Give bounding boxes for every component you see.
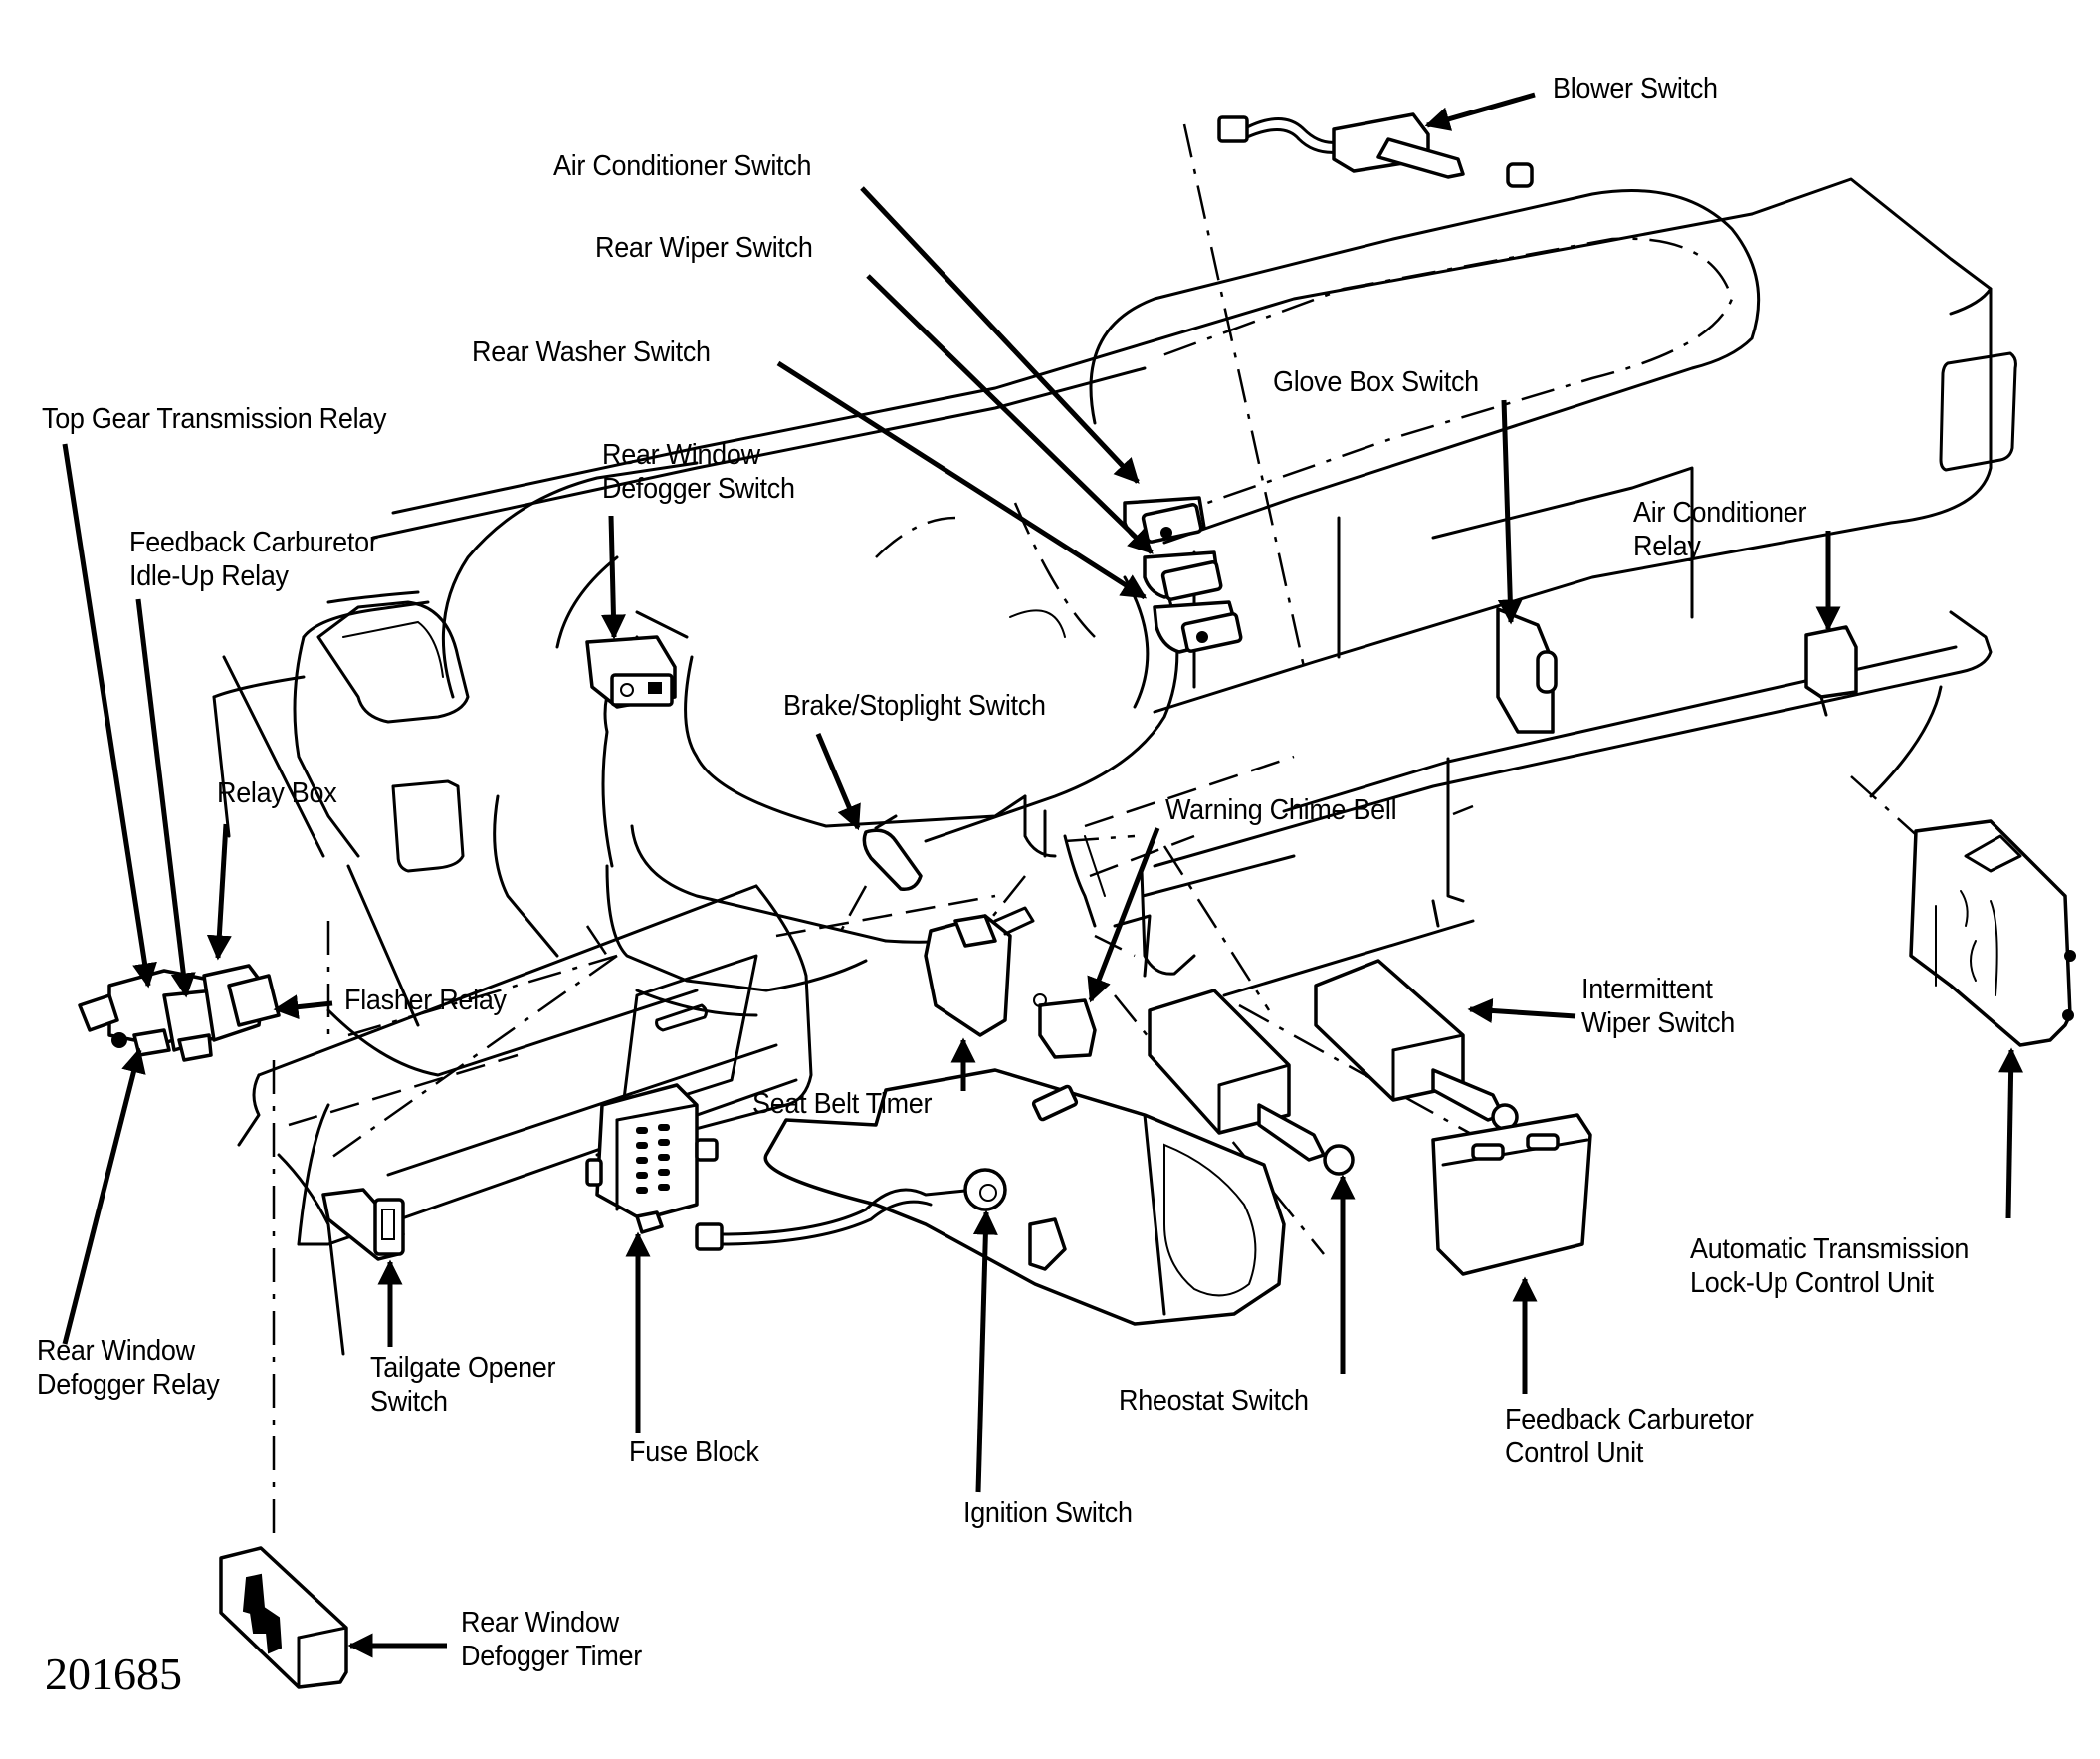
leader-top-gear-transmission-relay <box>62 443 157 989</box>
leader-relay-box <box>206 823 232 961</box>
leader-flasher-relay <box>273 994 333 1020</box>
air-conditioner-relay-part <box>1804 625 1858 717</box>
label-fuse-block: Fuse Block <box>629 1435 759 1469</box>
leader-rear-window-defogger-relay <box>62 1047 146 1345</box>
label-line: Intermittent <box>1581 974 1713 1005</box>
label-line: Rear Washer Switch <box>472 336 711 368</box>
label-line: Defogger Timer <box>461 1641 642 1672</box>
brake-stoplight-switch-part <box>862 814 923 891</box>
leader-brake-stoplight-switch <box>815 733 861 831</box>
label-line: Air Conditioner Switch <box>553 150 812 182</box>
leader-intermittent-wiper-switch <box>1467 998 1576 1023</box>
leader-rear-wiper-switch <box>866 274 1154 554</box>
label-line: Blower Switch <box>1553 73 1718 105</box>
label-line: Brake/Stoplight Switch <box>783 690 1046 722</box>
warning-chime-bell-part <box>1033 993 1097 1059</box>
leader-rear-window-defogger-switch <box>600 515 626 640</box>
relay-box-part <box>78 964 281 1062</box>
label-air-conditioner-switch: Air Conditioner Switch <box>553 149 811 183</box>
leader-air-conditioner-switch <box>860 186 1140 484</box>
label-line: Relay Box <box>217 777 337 809</box>
label-line: Glove Box Switch <box>1273 366 1479 398</box>
label-line: Relay <box>1633 531 1701 562</box>
label-rear-wiper-switch: Rear Wiper Switch <box>595 231 813 265</box>
dash-switch-stack-part <box>1123 496 1243 654</box>
label-seat-belt-timer: Seat Belt Timer <box>752 1087 932 1121</box>
label-line: Defogger Switch <box>602 473 795 505</box>
label-ignition-switch: Ignition Switch <box>963 1496 1133 1530</box>
label-line: Lock-Up Control Unit <box>1690 1267 1934 1299</box>
label-line: Rear Window <box>37 1335 195 1367</box>
label-brake-stoplight-switch: Brake/Stoplight Switch <box>783 689 1046 723</box>
label-rheostat-switch: Rheostat Switch <box>1119 1384 1309 1418</box>
automatic-transmission-lockup-unit-part <box>1909 819 2076 1047</box>
installation-lines <box>272 123 1952 1533</box>
tailgate-opener-switch-part <box>321 1188 405 1261</box>
blower-switch-part <box>1217 112 1534 188</box>
label-line: Rear Window <box>461 1607 619 1639</box>
label-rear-washer-switch: Rear Washer Switch <box>472 335 711 369</box>
label-line: Idle-Up Relay <box>129 560 289 592</box>
label-line: Warning Chime Bell <box>1165 794 1397 826</box>
label-line: Air Conditioner <box>1633 497 1807 529</box>
feedback-carburetor-control-unit-part <box>1431 1113 1592 1276</box>
label-line: Automatic Transmission <box>1690 1233 1970 1265</box>
label-relay-box: Relay Box <box>217 776 337 810</box>
label-line: Switch <box>370 1386 448 1418</box>
label-line: Wiper Switch <box>1581 1007 1736 1039</box>
fuse-block-part <box>585 1083 719 1234</box>
label-line: Rear Window <box>602 439 760 471</box>
leader-feedback-carburetor-idle-up-relay <box>135 598 196 998</box>
leader-automatic-transmission-lockup-unit <box>1998 1047 2024 1219</box>
leader-rear-washer-switch <box>776 360 1148 600</box>
intermittent-wiper-switch-part <box>1314 959 1519 1131</box>
seat-belt-timer-part <box>924 906 1035 1037</box>
label-line: Feedback Carburetor <box>1505 1404 1754 1435</box>
label-warning-chime-bell: Warning Chime Bell <box>1165 793 1397 827</box>
rheostat-switch-part <box>1148 989 1355 1176</box>
leader-ignition-switch <box>972 1209 998 1493</box>
dashboard-outline <box>212 177 2017 1356</box>
label-line: Feedback Carburetor <box>129 527 378 558</box>
label-line: Ignition Switch <box>963 1497 1133 1529</box>
glove-box-switch-part <box>1496 607 1558 734</box>
rear-window-defogger-switch-part <box>585 635 677 709</box>
figure-number: 201685 <box>45 1649 182 1699</box>
rear-window-defogger-timer-part <box>219 1546 348 1689</box>
label-top-gear-transmission-relay: Top Gear Transmission Relay <box>42 402 387 436</box>
leader-blower-switch <box>1424 92 1536 131</box>
label-line: Rheostat Switch <box>1119 1385 1309 1417</box>
label-flasher-relay: Flasher Relay <box>344 984 507 1017</box>
label-line: Seat Belt Timer <box>752 1088 933 1120</box>
steering-column-part <box>695 1068 1286 1326</box>
label-line: Fuse Block <box>629 1436 759 1468</box>
label-line: Flasher Relay <box>344 985 507 1016</box>
label-line: Rear Wiper Switch <box>595 232 813 264</box>
fuse-slots <box>636 1124 670 1194</box>
label-line: Control Unit <box>1505 1437 1644 1469</box>
leader-warning-chime-bell <box>1087 827 1160 1003</box>
label-line: Tailgate Opener <box>370 1352 556 1384</box>
leader-arrows <box>62 92 2024 1658</box>
leader-glove-box-switch <box>1497 399 1523 625</box>
label-blower-switch: Blower Switch <box>1553 72 1718 106</box>
label-glove-box-switch: Glove Box Switch <box>1273 365 1479 399</box>
label-line: Top Gear Transmission Relay <box>42 403 387 435</box>
label-line: Defogger Relay <box>37 1369 220 1401</box>
